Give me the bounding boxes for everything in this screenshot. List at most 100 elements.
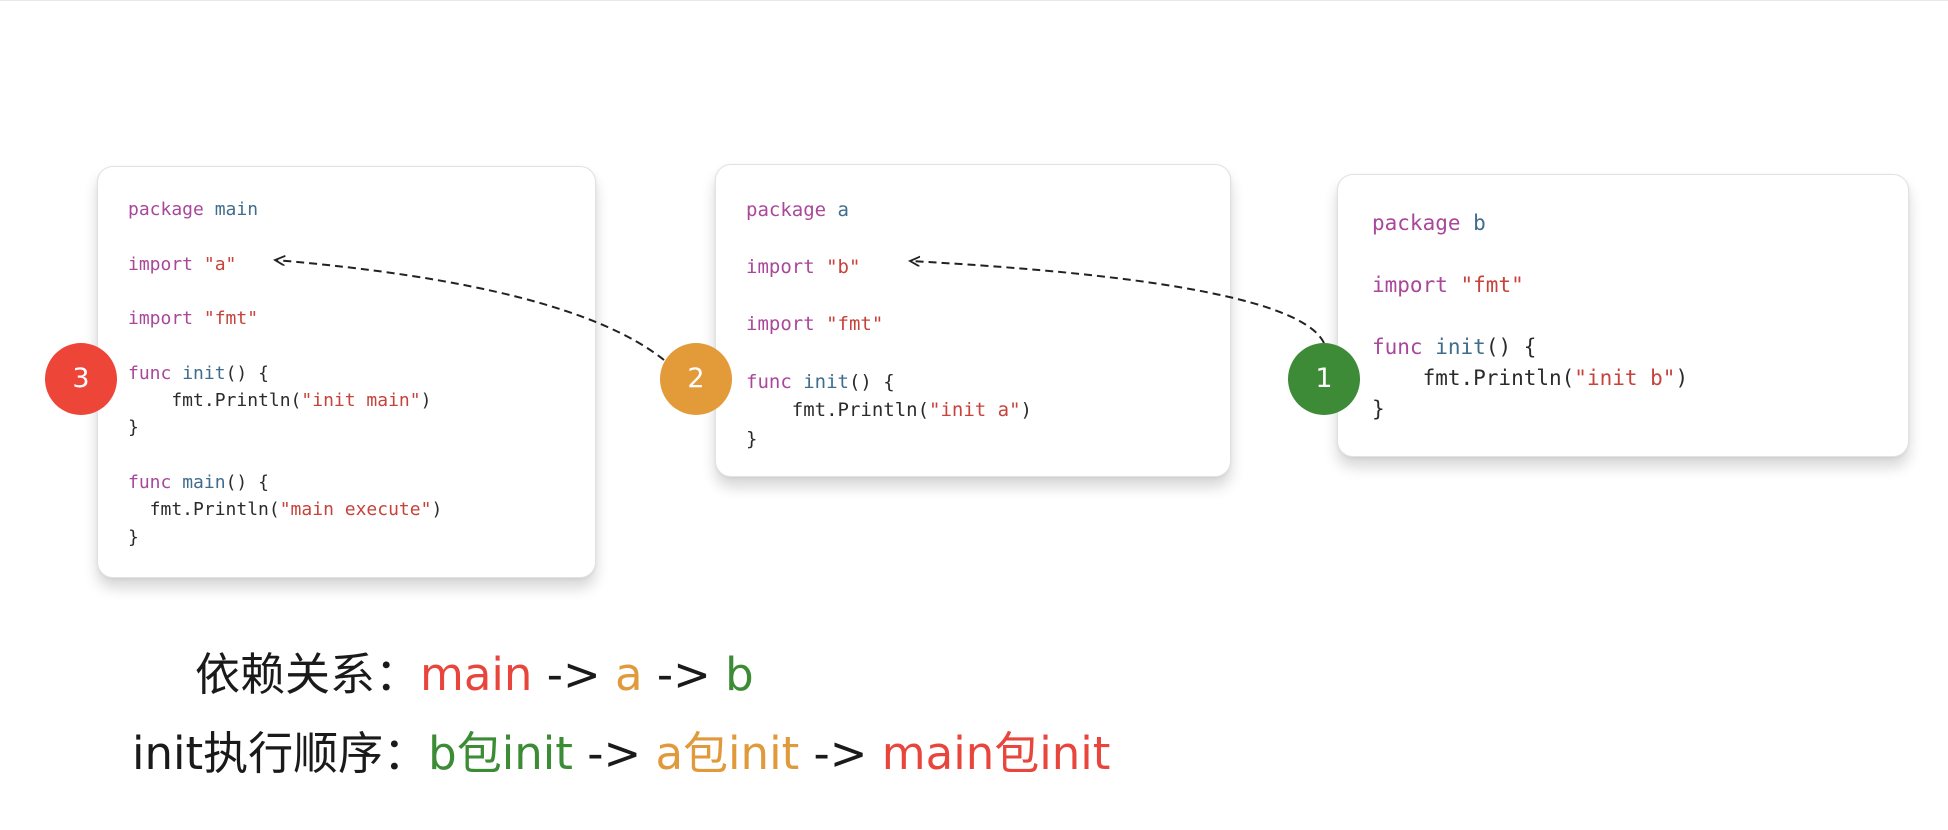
code-text [815,313,826,335]
init-main-text: main包init [881,727,1111,780]
code-text: fmt.Println( [1372,366,1575,390]
code-text [193,308,204,329]
code-line: fmt.Println("init b") [1372,363,1908,394]
code-line: } [746,425,1230,454]
code-line: func init() { [128,360,595,387]
code-keyword: func [746,370,792,393]
init-a-text: a包init [655,727,800,780]
code-keyword: func [128,362,172,384]
blank-line [1372,301,1908,332]
code-line: import "fmt" [746,310,1230,339]
code-string: "init a" [929,399,1021,422]
code-string: "fmt" [826,313,884,336]
blank-line [128,442,595,469]
code-line: import "a" [128,251,595,278]
code-line: import "b" [746,253,1230,282]
code-string: "fmt" [203,308,259,330]
dependency-summary: 依赖关系：main -> a -> b [195,648,754,702]
code-text [1461,211,1474,235]
code-text: fmt.Println( [128,499,280,521]
code-line: func main() { [128,469,595,496]
blank-line [1372,239,1908,270]
step-badge-3: 3 [45,343,117,415]
blank-line [746,225,1230,254]
code-text [1423,335,1436,359]
code-card-package-b: package b import "fmt" func init() { fmt.P… [1337,174,1909,457]
code-text [171,472,182,493]
code-identifier: main [214,199,259,220]
code-keyword: import [1372,273,1448,297]
code-text [204,199,215,220]
code-keyword: import [128,308,194,330]
code-keyword: package [128,199,204,220]
code-line: package main [128,196,595,223]
code-text: ) [431,499,443,521]
code-text [1448,273,1461,297]
code-line: package b [1372,208,1908,239]
code-text: } [128,526,139,548]
code-string: "main execute" [279,499,432,521]
code-text: } [128,417,139,439]
code-block: package b import "fmt" func init() { fmt.P… [1338,175,1908,425]
init-order-label: init执行顺序： [132,727,429,780]
code-line: } [1372,394,1908,425]
package-main-text: main [420,648,533,701]
code-string: "a" [203,253,237,275]
code-line: fmt.Println("init main") [128,387,595,414]
code-string: "init main" [301,390,421,412]
top-divider [0,0,1948,1]
init-order-summary: init执行顺序：b包init -> a包init -> main包init [132,727,1110,781]
code-text [171,363,182,384]
blank-line [128,332,595,359]
code-text: fmt.Println( [128,390,302,412]
code-identifier: init [182,362,226,384]
code-text: () { [225,471,269,493]
code-keyword: import [128,253,194,275]
code-text: () { [848,370,895,393]
package-a-text: a [615,648,643,701]
code-text: ) [1020,399,1032,422]
code-keyword: import [746,313,815,336]
arrow-text: -> [642,648,726,701]
code-line: fmt.Println("main execute") [128,496,595,523]
code-identifier: b [1473,211,1486,235]
code-keyword: package [746,199,827,221]
code-identifier: main [182,471,226,493]
code-line: func init() { [1372,332,1908,363]
code-text: fmt.Println( [746,399,930,422]
code-line: package a [746,196,1230,225]
code-text: () { [1485,335,1537,359]
step-badge-1: 1 [1288,343,1360,415]
code-text: } [746,427,758,450]
code-line: import "fmt" [128,305,595,332]
code-text [792,371,803,393]
code-string: "fmt" [1460,273,1524,297]
code-string: "init b" [1574,366,1676,390]
blank-line [128,223,595,250]
code-line: } [128,414,595,441]
blank-line [128,278,595,305]
step-badge-2: 2 [660,343,732,415]
arrow-text: -> [799,727,882,780]
blank-line [746,282,1230,311]
arrow-text: -> [572,727,656,780]
code-line: func init() { [746,368,1230,397]
init-b-text: b包init [428,727,573,780]
code-keyword: func [128,471,172,493]
code-keyword: import [746,256,815,279]
code-identifier: init [1435,335,1486,359]
code-identifier: a [837,199,849,221]
code-identifier: init [803,370,849,393]
code-line: import "fmt" [1372,270,1908,301]
code-text: ) [420,390,432,412]
code-text: ) [1675,366,1689,390]
package-b-text: b [725,648,754,701]
code-line: fmt.Println("init a") [746,396,1230,425]
code-text [193,254,204,275]
code-text [815,256,826,278]
blank-line [746,339,1230,368]
